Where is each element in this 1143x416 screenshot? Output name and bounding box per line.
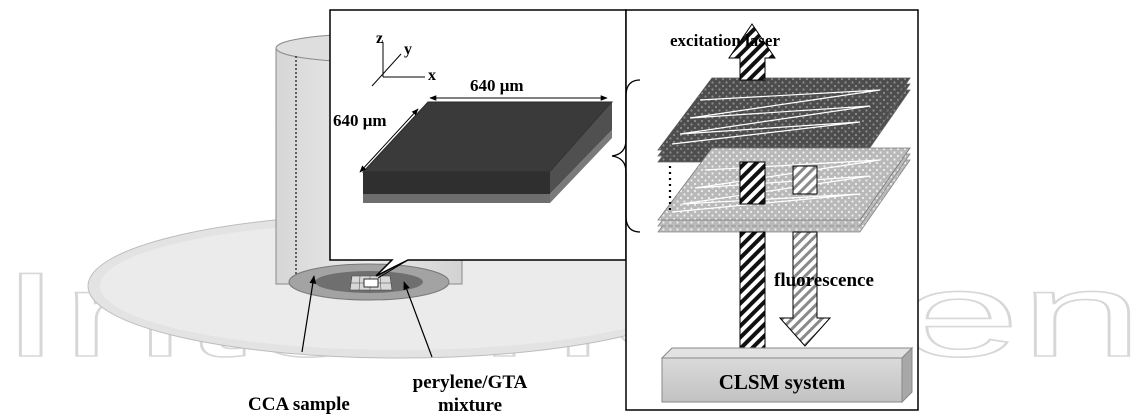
sample-grid bbox=[349, 275, 393, 291]
excitation-laser-label: excitation laser bbox=[670, 31, 780, 50]
brace-icon bbox=[611, 79, 641, 233]
width-dimension-label: 640 μm bbox=[470, 76, 524, 95]
axis-x-label: x bbox=[428, 67, 436, 84]
mixture-label-line1: perylene/GTA bbox=[413, 372, 528, 393]
fluorescence-label: fluorescence bbox=[774, 270, 874, 291]
scan-planes bbox=[657, 77, 911, 233]
clsm-system-label: CLSM system bbox=[719, 370, 846, 394]
dimension-arrows: 640 μm 640 μm bbox=[333, 76, 608, 173]
sample-block bbox=[361, 101, 614, 203]
axis-z-label: z bbox=[376, 30, 383, 47]
sample-pointers bbox=[301, 275, 433, 358]
fluorescence-beam bbox=[778, 165, 832, 347]
clsm-system-box: CLSM system bbox=[660, 346, 914, 404]
axis-y-label: y bbox=[404, 41, 412, 58]
axis-gizmo: z y x bbox=[371, 30, 436, 87]
excitation-beam bbox=[728, 23, 776, 359]
cca-sample-label: CCA sample bbox=[248, 394, 350, 415]
depth-dimension-label: 640 μm bbox=[333, 111, 387, 130]
mixture-label-line2: mixture bbox=[438, 395, 502, 416]
